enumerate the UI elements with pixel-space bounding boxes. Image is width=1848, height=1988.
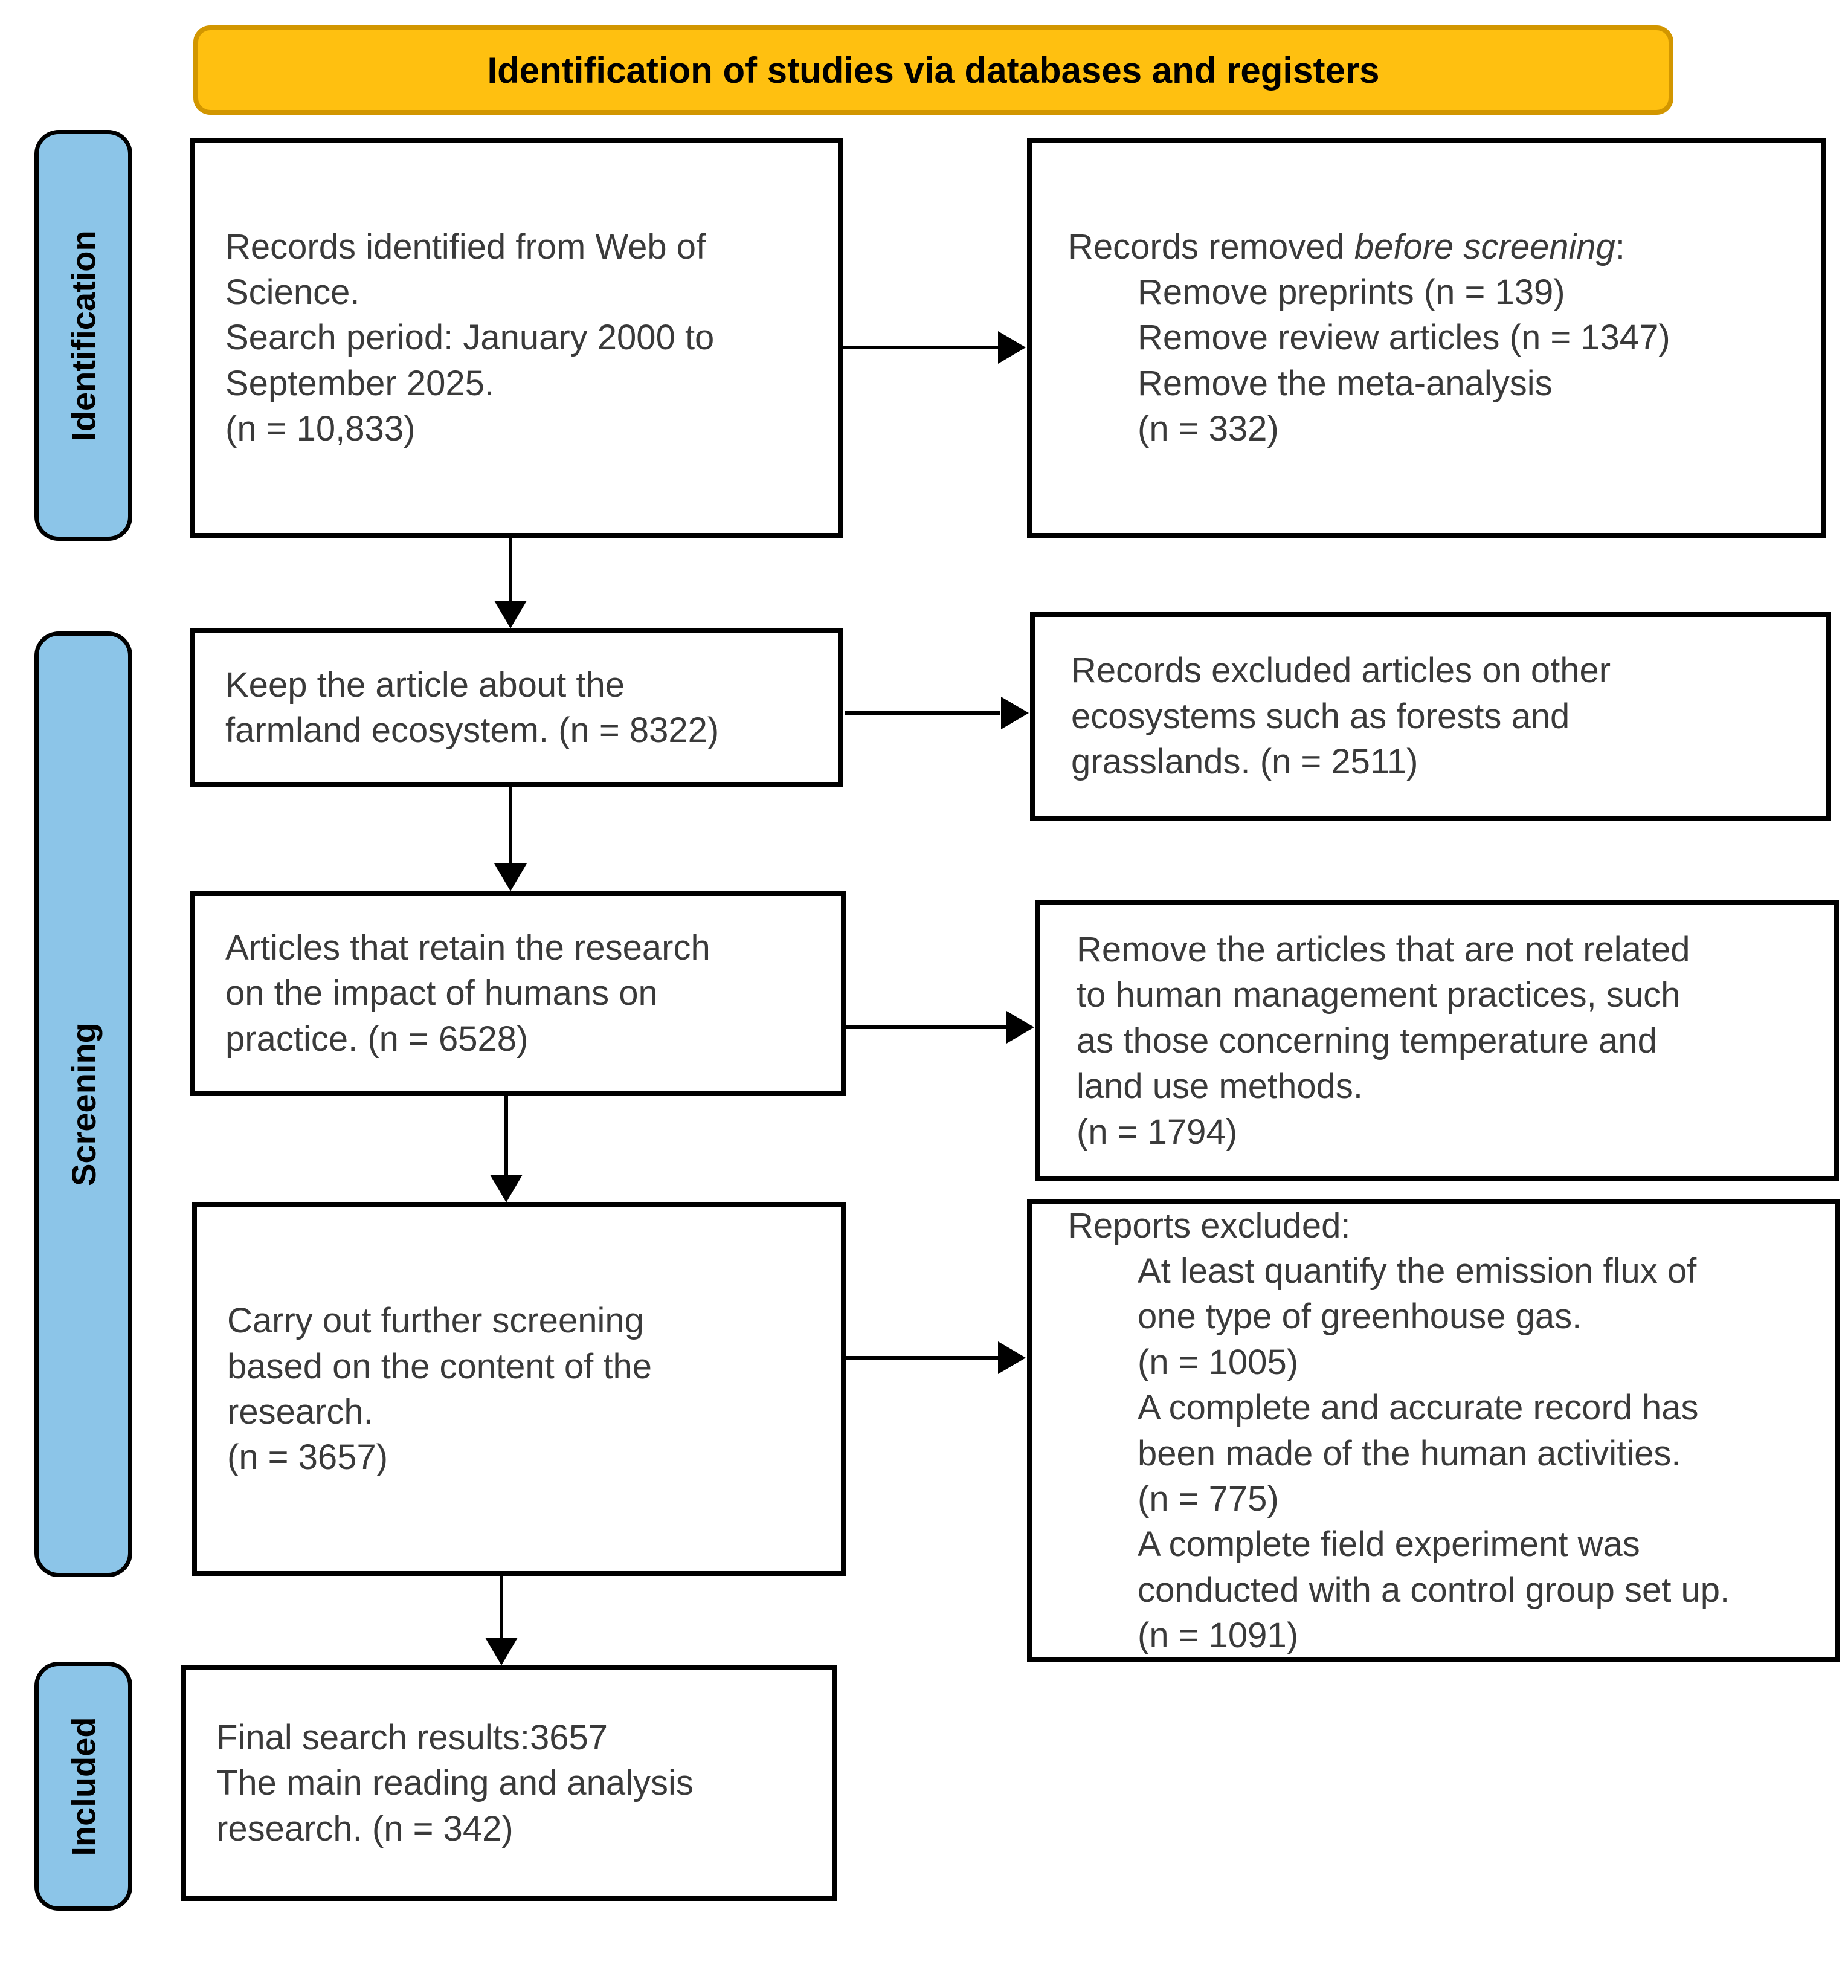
box-reports-excluded-title: Reports excluded:: [1068, 1205, 1351, 1245]
stage-included-label: Included: [64, 1716, 103, 1856]
records-removed-item: Remove review articles (n = 1347): [1138, 318, 1670, 358]
box-records-excluded: Records excluded articles on other ecosy…: [1030, 612, 1831, 821]
stage-screening-label: Screening: [64, 1022, 103, 1186]
stage-screening: Screening: [34, 631, 132, 1577]
arrow-right-2-line: [845, 711, 1000, 715]
arrow-right-2-head: [1001, 697, 1029, 729]
reports-excluded-item: A complete field experiment was conducte…: [1138, 1525, 1730, 1656]
box-articles-retain: Articles that retain the research on the…: [190, 891, 846, 1096]
box-reports-excluded: Reports excluded: At least quantify the …: [1027, 1199, 1840, 1662]
arrow-down-2-head: [494, 863, 527, 891]
arrow-down-1-line: [509, 538, 512, 602]
box-records-identified: Records identified from Web of Science. …: [190, 138, 843, 538]
records-removed-suffix: :: [1615, 227, 1626, 266]
stage-identification-label: Identification: [64, 230, 103, 441]
arrow-down-3-head: [490, 1175, 523, 1202]
arrow-right-4-line: [845, 1356, 999, 1360]
arrow-right-1-line: [842, 346, 999, 349]
arrow-right-3-line: [845, 1025, 1008, 1029]
diagram-title: Identification of studies via databases …: [487, 50, 1380, 91]
box-remove-not-related-text: Remove the articles that are not related…: [1077, 930, 1690, 1152]
box-records-removed-title: Records removed before screening:: [1068, 224, 1799, 269]
reports-excluded-item: A complete and accurate record has been …: [1138, 1388, 1699, 1518]
box-final-results: Final search results:3657 The main readi…: [181, 1665, 837, 1901]
arrow-down-2-line: [509, 786, 512, 865]
records-removed-item: Remove the meta-analysis (n = 332): [1138, 363, 1553, 449]
arrow-down-4-line: [500, 1574, 503, 1639]
arrow-down-4-head: [485, 1638, 518, 1665]
stage-identification: Identification: [34, 130, 132, 541]
header-banner: Identification of studies via databases …: [193, 25, 1673, 115]
box-articles-retain-text: Articles that retain the research on the…: [225, 928, 710, 1059]
box-further-screening-text: Carry out further screening based on the…: [227, 1301, 652, 1477]
box-records-removed: Records removed before screening: Remove…: [1027, 138, 1826, 538]
arrow-right-3-head: [1006, 1011, 1034, 1044]
box-records-identified-text: Records identified from Web of Science. …: [225, 227, 715, 449]
arrow-right-4-head: [998, 1341, 1026, 1374]
box-keep-farmland-text: Keep the article about the farmland ecos…: [225, 665, 720, 750]
arrow-down-1-head: [494, 601, 527, 628]
box-records-excluded-text: Records excluded articles on other ecosy…: [1071, 651, 1611, 782]
box-keep-farmland: Keep the article about the farmland ecos…: [190, 628, 843, 787]
box-final-results-text: Final search results:3657 The main readi…: [216, 1717, 694, 1848]
box-remove-not-related: Remove the articles that are not related…: [1035, 900, 1839, 1181]
reports-excluded-item: At least quantify the emission flux of o…: [1138, 1251, 1697, 1382]
arrow-right-1-head: [998, 331, 1026, 364]
records-removed-item: Remove preprints (n = 139): [1138, 272, 1565, 312]
records-removed-emphasis: before screening: [1354, 227, 1615, 266]
arrow-down-3-line: [504, 1094, 508, 1176]
stage-included: Included: [34, 1662, 132, 1911]
box-further-screening: Carry out further screening based on the…: [192, 1202, 846, 1576]
records-removed-prefix: Records removed: [1068, 227, 1354, 266]
